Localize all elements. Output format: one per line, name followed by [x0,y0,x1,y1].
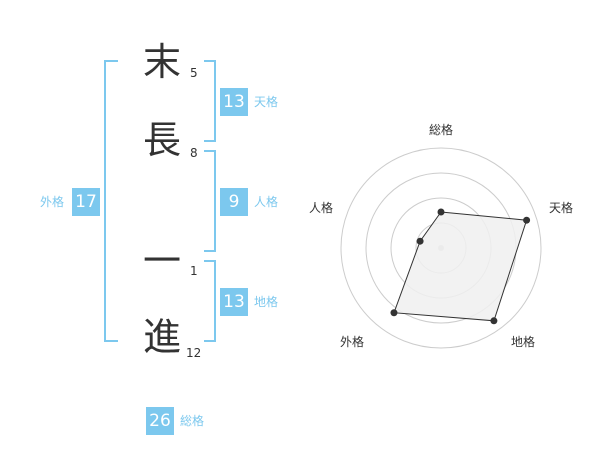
jinkaku-bracket [204,150,216,252]
axis-label-soukaku: 総格 [429,122,453,137]
stroke-count-2: 8 [190,146,198,160]
radar-ring [340,147,542,349]
tenkaku-bracket [204,60,216,142]
jinkaku-value: 9 [220,188,248,216]
gaikaku-value: 17 [72,188,100,216]
tenkaku-label: 天格 [254,95,279,109]
radar-polygon [393,211,528,322]
chikaku-bracket [204,260,216,342]
radar-points [390,208,531,325]
gaikaku-label: 外格 [40,195,65,209]
name-char-1: 末 [143,40,182,84]
axis-label-tenkaku: 天格 [549,200,573,215]
name-char-3: 一 [143,239,182,283]
name-char-4: 進 [143,315,182,359]
tenkaku-value: 13 [220,88,248,116]
stroke-count-4: 12 [186,346,202,360]
radar-point [437,208,445,216]
stroke-count-3: 1 [190,264,198,278]
stroke-count-1: 5 [190,66,198,80]
chikaku-value: 13 [220,288,248,316]
name-char-2: 長 [143,118,182,162]
radar-chart: 総格 天格 地格 外格 人格 [309,122,573,349]
axis-label-gaikaku: 外格 [340,334,364,349]
jinkaku-label: 人格 [254,195,279,209]
radar-point [490,317,498,325]
gaikaku-bracket [104,60,118,342]
chikaku-label: 地格 [254,295,279,309]
axis-label-jinkaku: 人格 [309,200,333,215]
radar-point [416,237,424,245]
radar-point [390,309,398,317]
axis-label-chikaku: 地格 [511,334,535,349]
soukaku-value: 26 [146,407,174,435]
radar-point [523,216,531,224]
soukaku-label: 総格 [180,414,205,428]
